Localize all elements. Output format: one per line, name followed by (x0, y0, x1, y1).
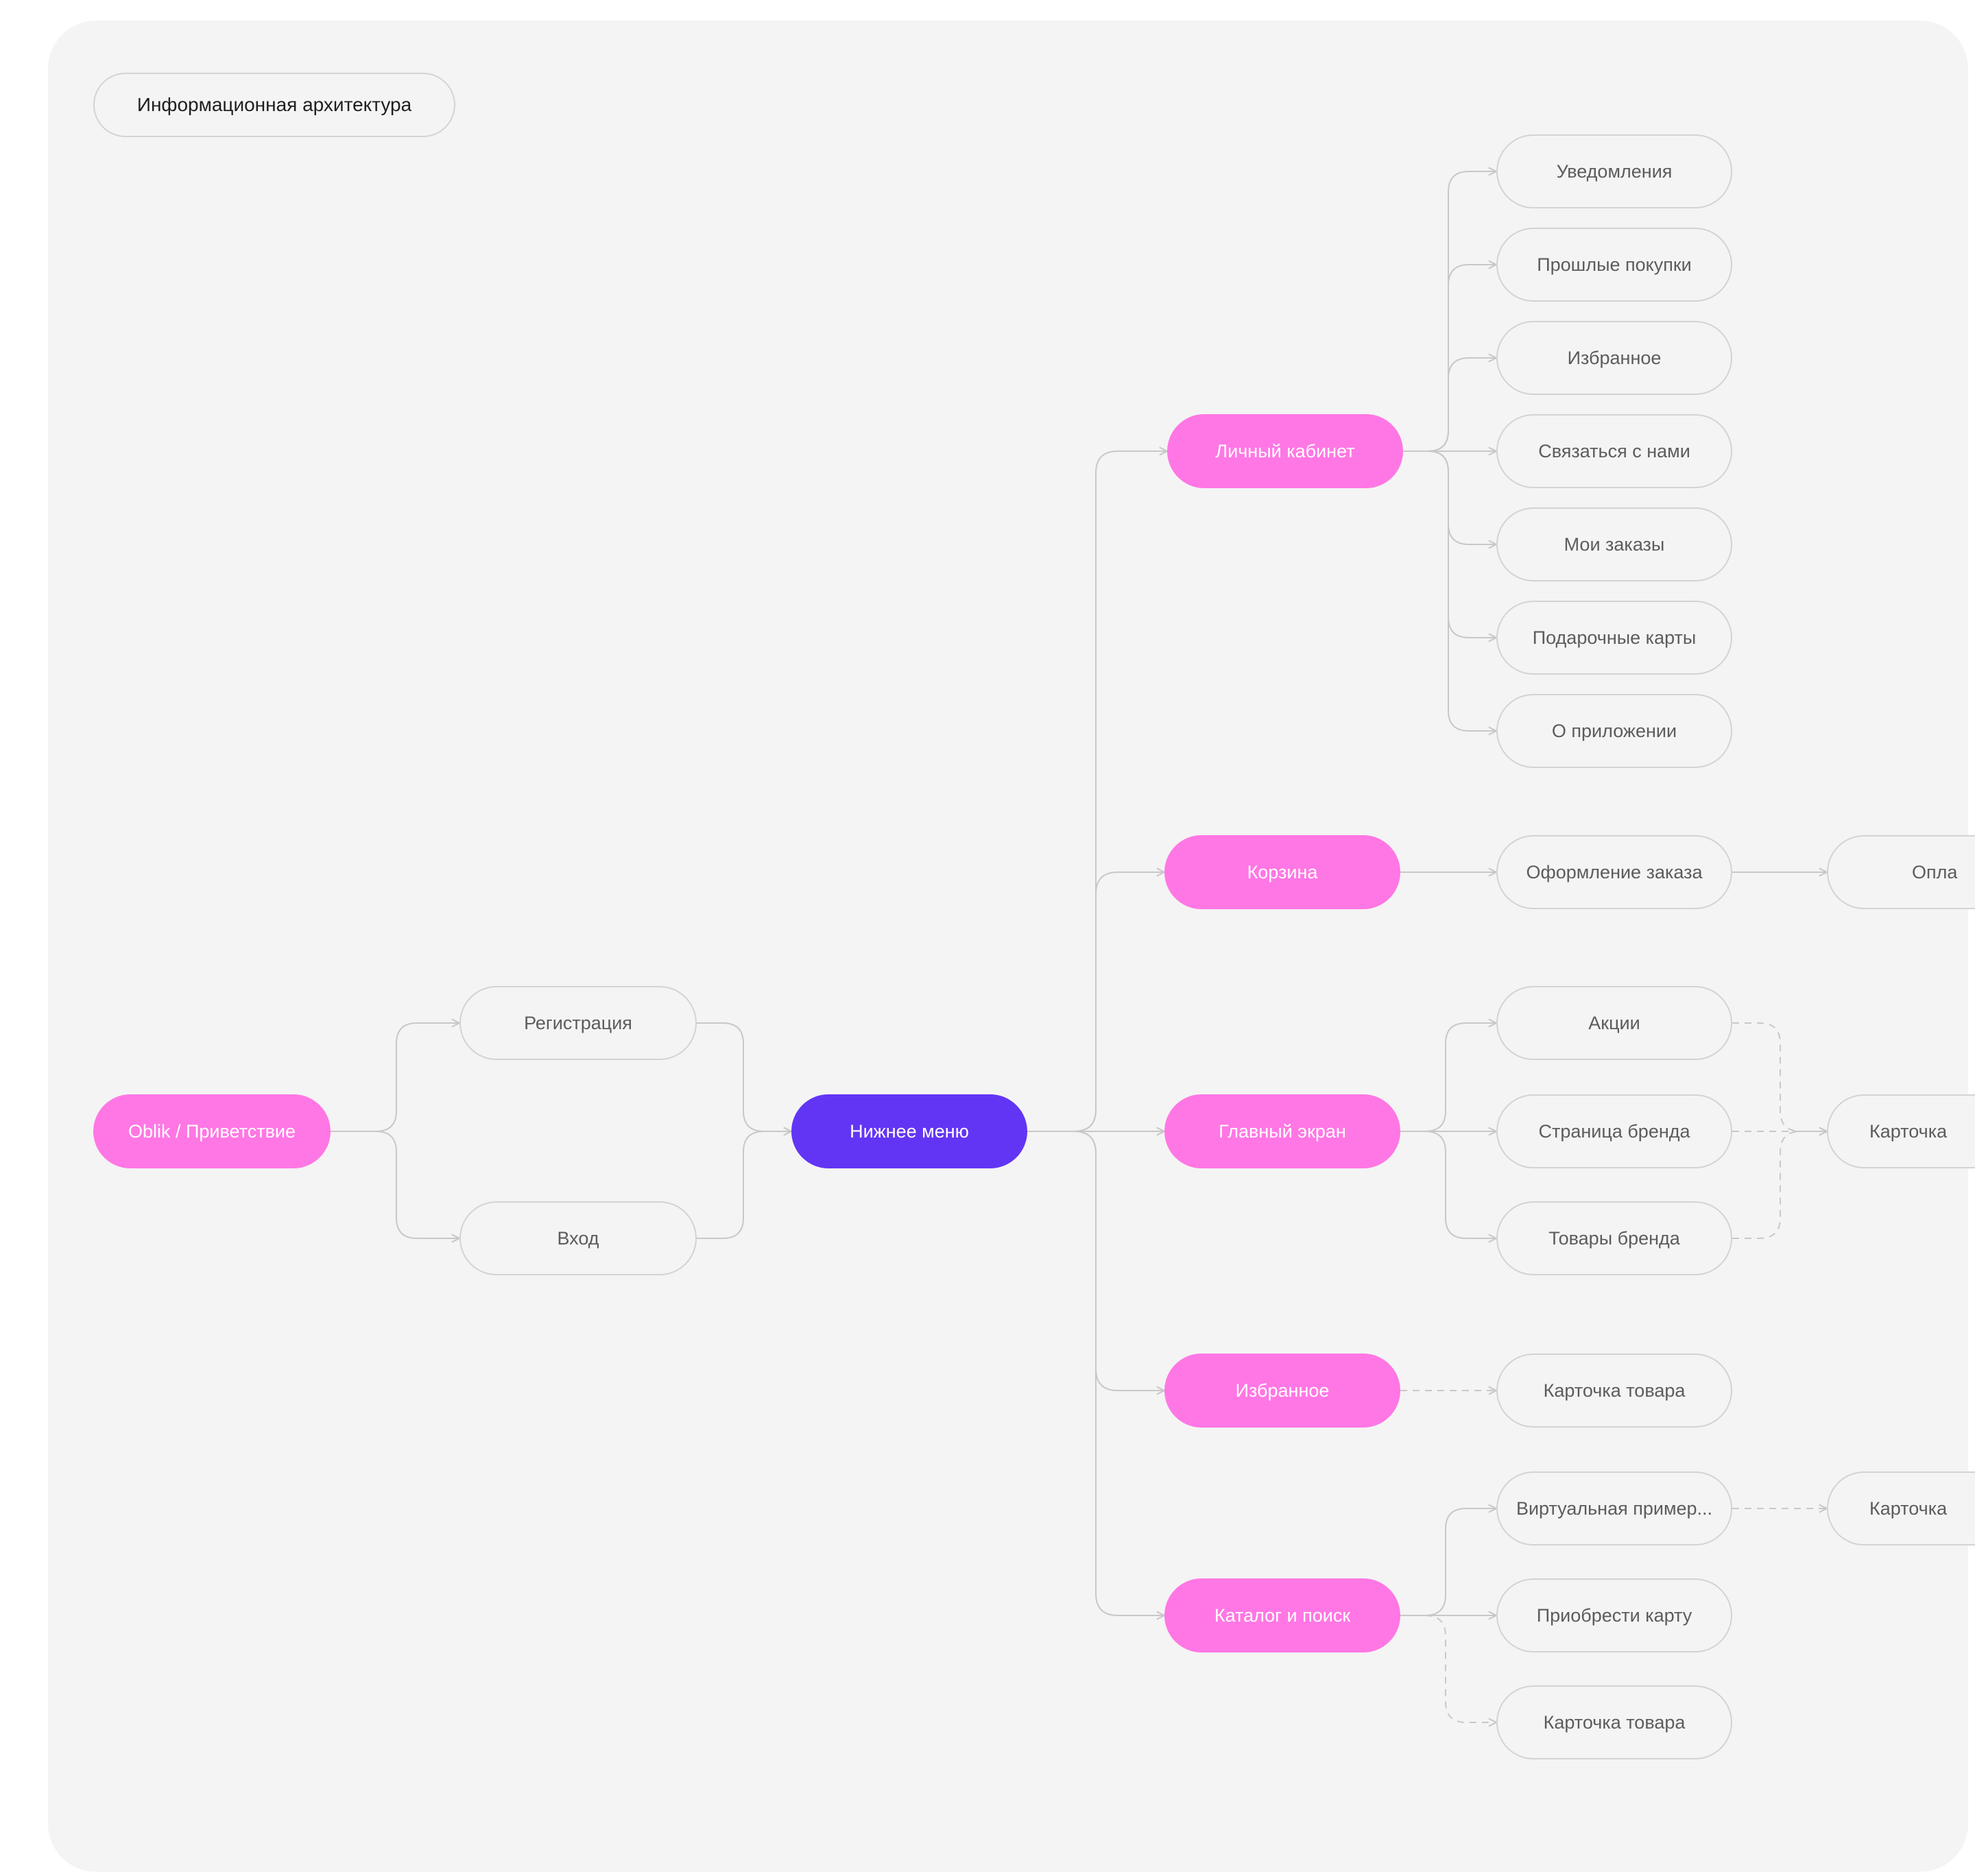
node-contact-us[interactable]: Связаться с нами (1496, 414, 1732, 488)
node-home-product-card-label: Карточка (1869, 1120, 1948, 1142)
node-login[interactable]: Вход (459, 1201, 697, 1275)
node-favorites[interactable]: Избранное (1164, 1354, 1400, 1428)
connector-account-favorites (1403, 358, 1496, 452)
node-virtual-fitting[interactable]: Виртуальная пример... (1496, 1471, 1732, 1546)
connector-account-about (1403, 450, 1496, 731)
node-contact-us-label: Связаться с нами (1538, 440, 1690, 461)
node-favorites-product-card[interactable]: Карточка товара (1496, 1354, 1732, 1428)
node-checkout[interactable]: Оформление заказа (1496, 835, 1732, 909)
diagram-title: Информационная архитектура (93, 73, 455, 137)
node-my-orders[interactable]: Мои заказы (1496, 507, 1732, 581)
node-buy-card-label: Приобрести карту (1536, 1604, 1692, 1626)
node-promotions-label: Акции (1588, 1012, 1640, 1033)
node-bottom-menu-label: Нижнее меню (850, 1120, 969, 1142)
node-registration[interactable]: Регистрация (459, 986, 697, 1060)
node-welcome-label: Oblik / Приветствие (128, 1120, 296, 1142)
node-brand-products-label: Товары бренда (1548, 1227, 1680, 1249)
node-cart[interactable]: Корзина (1164, 835, 1400, 909)
node-account-label: Личный кабинет (1215, 440, 1355, 461)
node-virtual-fitting-label: Виртуальная пример... (1516, 1498, 1713, 1519)
node-my-orders-label: Мои заказы (1564, 533, 1665, 555)
node-bottom-menu[interactable]: Нижнее меню (791, 1094, 1027, 1168)
node-gift-cards[interactable]: Подарочные карты (1496, 601, 1732, 675)
connector-registration-menu (697, 1022, 791, 1131)
node-past-purchases-label: Прошлые покупки (1537, 254, 1692, 275)
node-cart-label: Корзина (1247, 861, 1318, 882)
connector-account-orders (1403, 450, 1496, 544)
node-brand-products[interactable]: Товары бренда (1496, 1201, 1732, 1275)
node-notifications-label: Уведомления (1556, 160, 1673, 182)
node-home[interactable]: Главный экран (1164, 1094, 1400, 1168)
node-gift-cards-label: Подарочные карты (1532, 627, 1697, 648)
node-brand-page[interactable]: Страница бренда (1496, 1094, 1732, 1168)
node-welcome[interactable]: Oblik / Приветствие (93, 1094, 331, 1168)
connector-menu-cart (1027, 872, 1164, 1132)
node-fitting-product-card-label: Карточка (1869, 1498, 1948, 1519)
connector-login-menu (697, 1131, 791, 1239)
node-past-purchases[interactable]: Прошлые покупки (1496, 228, 1732, 302)
connector-catalog-fitting (1400, 1508, 1496, 1616)
node-brand-page-label: Страница бренда (1538, 1120, 1690, 1142)
node-home-product-card[interactable]: Карточка (1827, 1094, 1975, 1168)
node-checkout-label: Оформление заказа (1526, 861, 1703, 882)
connector-account-notifications (1403, 171, 1496, 452)
node-payment-label: Опла (1912, 861, 1958, 882)
connector-catalog-card (1400, 1615, 1496, 1722)
connector-welcome-login (331, 1131, 459, 1238)
node-catalog-label: Каталог и поиск (1214, 1604, 1351, 1626)
node-catalog-product-card-label: Карточка товара (1543, 1711, 1686, 1733)
node-home-label: Главный экран (1219, 1120, 1346, 1142)
node-catalog[interactable]: Каталог и поиск (1164, 1578, 1400, 1652)
node-login-label: Вход (557, 1227, 599, 1249)
node-notifications[interactable]: Уведомления (1496, 134, 1732, 208)
node-about-app-label: О приложении (1551, 720, 1677, 741)
node-about-app[interactable]: О приложении (1496, 694, 1732, 768)
connector-brand-products-card (1732, 1131, 1827, 1239)
connector-home-brand-products (1400, 1131, 1496, 1238)
node-favorites-product-card-label: Карточка товара (1543, 1380, 1686, 1401)
node-promotions[interactable]: Акции (1496, 986, 1732, 1060)
node-account-favorites-label: Избранное (1567, 347, 1662, 368)
node-catalog-product-card[interactable]: Карточка товара (1496, 1685, 1732, 1759)
node-account[interactable]: Личный кабинет (1167, 414, 1403, 488)
connector-menu-account (1027, 451, 1167, 1132)
connector-home-promotions (1400, 1023, 1496, 1132)
node-payment[interactable]: Опла (1827, 835, 1975, 909)
node-account-favorites[interactable]: Избранное (1496, 321, 1732, 395)
node-favorites-label: Избранное (1235, 1380, 1330, 1401)
connector-promotions-card (1732, 1022, 1827, 1131)
node-registration-label: Регистрация (524, 1012, 632, 1033)
connector-menu-catalog (1027, 1131, 1164, 1615)
node-fitting-product-card[interactable]: Карточка (1827, 1471, 1975, 1546)
node-buy-card[interactable]: Приобрести карту (1496, 1578, 1732, 1652)
connector-welcome-registration (331, 1023, 459, 1132)
